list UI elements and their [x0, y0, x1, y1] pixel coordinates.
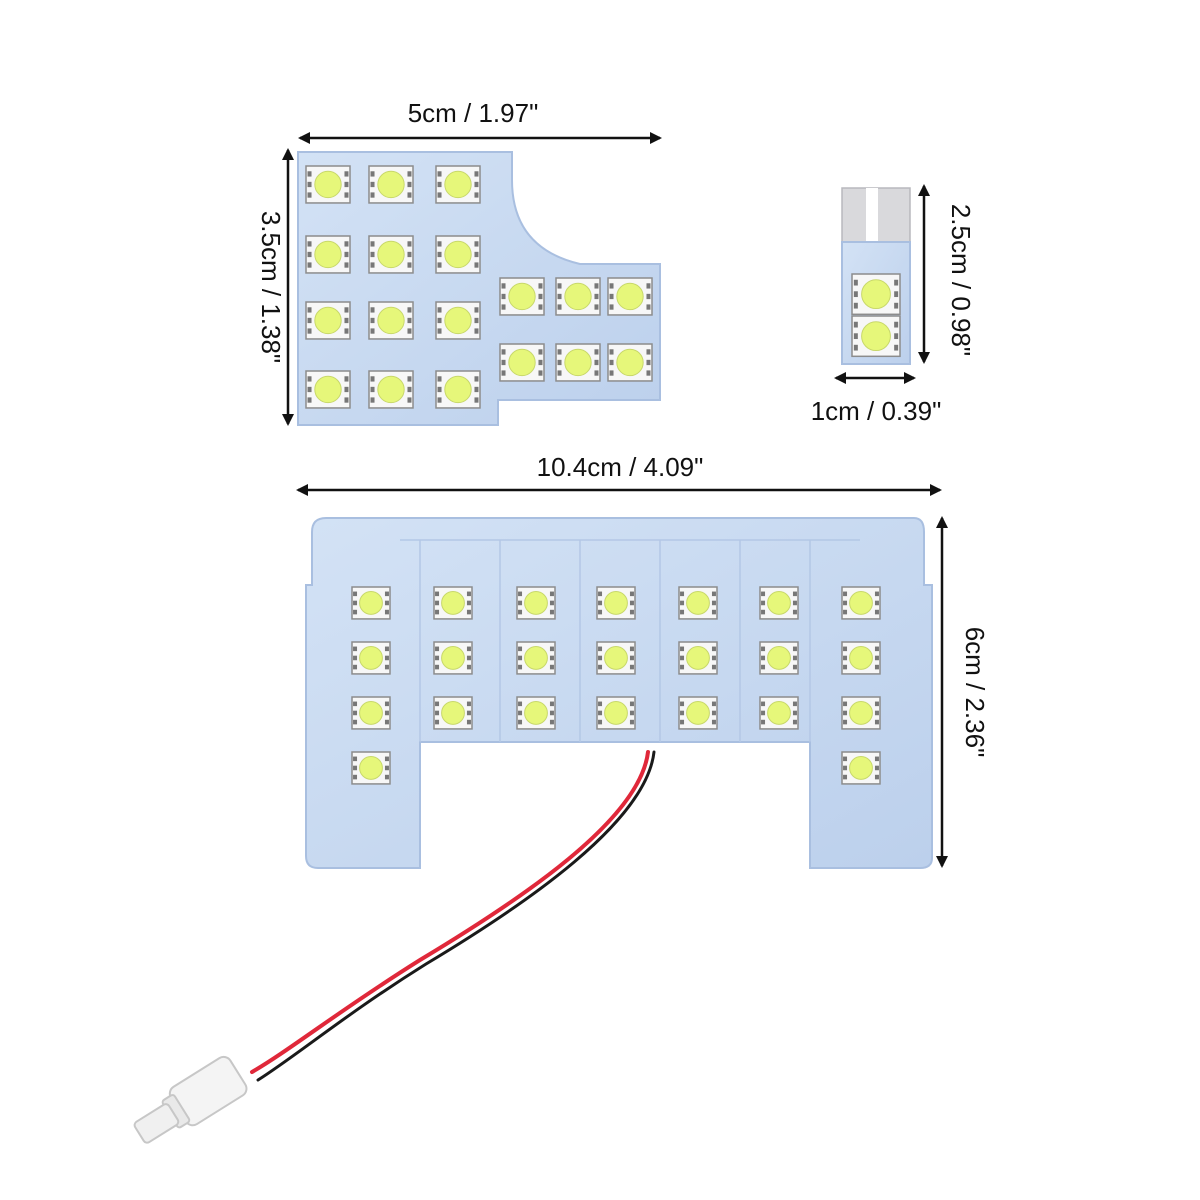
- led-chip: [678, 586, 718, 620]
- led-chip: [368, 235, 414, 274]
- led-chip: [351, 641, 391, 675]
- led-chip: [841, 696, 881, 730]
- led-chip: [433, 586, 473, 620]
- red-wire: [250, 750, 650, 1074]
- led-chip: [499, 277, 545, 316]
- large-led-panel: [305, 517, 933, 869]
- small-panel-height-label: 3.5cm / 1.38": [256, 211, 286, 363]
- led-chip: [435, 235, 481, 274]
- wedge-width-label: 1cm / 0.39": [811, 396, 942, 426]
- large-panel-traces: [400, 539, 860, 742]
- black-wire: [256, 750, 656, 1082]
- led-chip: [435, 165, 481, 204]
- led-chip: [351, 586, 391, 620]
- large-panel-width-label: 10.4cm / 4.09": [537, 452, 704, 482]
- large-panel-led-grid: [351, 586, 881, 785]
- led-chip: [351, 696, 391, 730]
- small-panel-led-grid: [305, 165, 653, 409]
- small-led-panel: [297, 151, 661, 426]
- t10-wedge-bulb: [841, 187, 911, 365]
- led-chip: [759, 696, 799, 730]
- led-chip: [368, 165, 414, 204]
- led-chip: [555, 277, 601, 316]
- led-chip: [516, 586, 556, 620]
- led-chip: [759, 641, 799, 675]
- led-chip: [841, 641, 881, 675]
- large-panel-board: [305, 517, 933, 869]
- led-chip: [368, 370, 414, 409]
- wedge-pin-gap: [866, 188, 878, 244]
- led-chip: [435, 301, 481, 340]
- led-chip: [678, 641, 718, 675]
- led-chip: [596, 586, 636, 620]
- led-chip: [305, 370, 351, 409]
- led-chip: [607, 343, 653, 382]
- led-chip: [499, 343, 545, 382]
- small-panel-width-label: 5cm / 1.97": [408, 98, 539, 128]
- socket-tip: [133, 1103, 180, 1144]
- led-chip: [851, 315, 901, 358]
- led-chip: [596, 696, 636, 730]
- led-chip: [841, 586, 881, 620]
- led-chip: [435, 370, 481, 409]
- wedge-led-column: [851, 273, 901, 358]
- led-chip: [433, 641, 473, 675]
- led-chip: [841, 751, 881, 785]
- led-chip: [596, 641, 636, 675]
- led-chip: [516, 641, 556, 675]
- led-chip: [516, 696, 556, 730]
- led-chip: [607, 277, 653, 316]
- led-chip: [305, 235, 351, 274]
- led-chip: [368, 301, 414, 340]
- large-panel-height-label: 6cm / 2.36": [960, 627, 990, 758]
- power-wire: [250, 750, 656, 1082]
- led-chip: [759, 586, 799, 620]
- led-chip: [433, 696, 473, 730]
- led-chip: [305, 301, 351, 340]
- led-chip: [851, 273, 901, 316]
- t10-socket-connector: [133, 1055, 248, 1144]
- led-chip: [351, 751, 391, 785]
- led-chip: [678, 696, 718, 730]
- led-chip: [555, 343, 601, 382]
- led-chip: [305, 165, 351, 204]
- wedge-height-label: 2.5cm / 0.98": [946, 204, 976, 356]
